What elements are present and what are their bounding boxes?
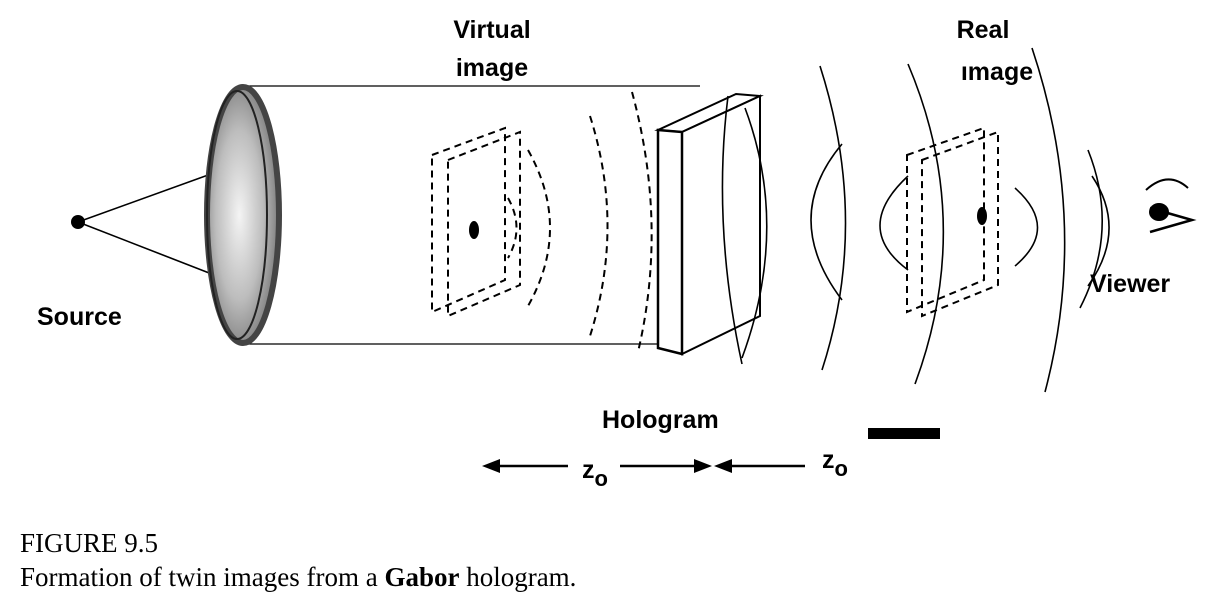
real-image-label-line2: ımage (961, 58, 1033, 86)
virtual-wavefronts (507, 91, 653, 353)
z-left-symbol: z (582, 456, 595, 484)
figure-number: FIGURE 9.5 (20, 528, 159, 558)
lens (204, 84, 282, 346)
beam-envelope (240, 85, 700, 345)
gabor-hologram-diagram: Virtual image Real ımage Source Viewer H… (37, 16, 1197, 491)
source-label: Source (37, 303, 122, 331)
real-image-object (906, 126, 999, 318)
distance-arrow-left (482, 459, 712, 473)
virtual-image-label-line1: Virtual (453, 16, 530, 44)
z-right-subscript: o (835, 456, 848, 481)
virtual-image-label-line2: image (456, 54, 528, 82)
caption-text-before: Formation of twin images from a (20, 562, 385, 592)
hologram-label: Hologram (602, 406, 719, 434)
distance-arrow-right (714, 459, 805, 473)
source-cone (77, 169, 223, 279)
real-image-label-line1: Real (957, 16, 1010, 44)
real-wavefronts (721, 47, 1110, 393)
viewer-label: Viewer (1090, 270, 1170, 298)
virtual-image-object (431, 126, 521, 318)
eye-icon (1145, 178, 1197, 234)
z-left-label: zo (582, 456, 608, 491)
z-right-label: zo (822, 446, 848, 481)
z-right-symbol: z (822, 446, 835, 474)
z-left-subscript: o (595, 466, 608, 491)
scale-bar (868, 428, 940, 439)
figure-caption: Formation of twin images from a Gabor ho… (20, 562, 576, 593)
hologram-plate (654, 92, 764, 356)
caption-text-after: hologram. (459, 562, 577, 592)
caption-text-bold: Gabor (384, 562, 460, 592)
